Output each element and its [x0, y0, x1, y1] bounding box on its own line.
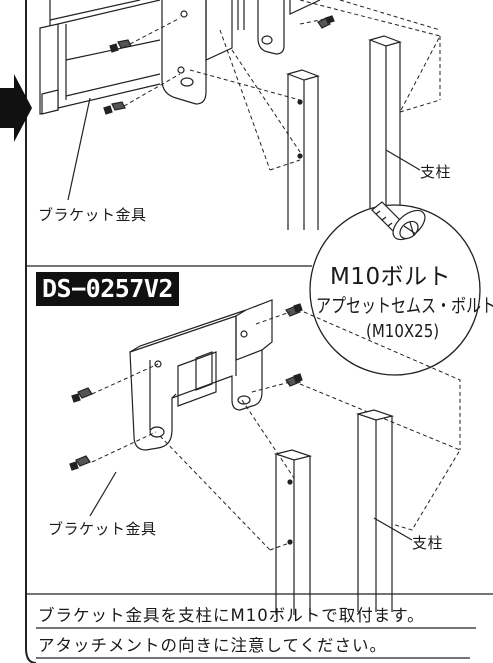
bolt-callout-circle — [309, 204, 481, 376]
bracket-top-plate — [161, 0, 321, 105]
model-number-label: DS−0257V2 — [36, 272, 179, 306]
bracket-label-bottom: ブラケット金具 — [48, 520, 157, 538]
frame-border — [25, 0, 37, 663]
pillar-bottom-left — [273, 449, 313, 615]
pillar-label-top: 支柱 — [420, 163, 452, 181]
upset-sems-bolt-icon — [371, 201, 426, 241]
bolt-top-2-icon — [103, 101, 126, 115]
bolt-top-1-icon — [109, 39, 132, 53]
bolt-bottom-3-icon — [285, 303, 303, 317]
bolt-bottom-2-icon — [69, 455, 91, 471]
pillar-top-right — [368, 35, 402, 228]
bolt-callout-name: アプセットセムス・ボルト — [316, 294, 493, 318]
attachment-frame — [39, 0, 161, 115]
instruction-line-2: アタッチメントの向きに注意してください。 — [38, 636, 388, 655]
bolt-callout-title: M10ボルト — [330, 264, 452, 290]
step-arrow-icon — [0, 74, 32, 142]
pillar-top-left — [286, 69, 320, 230]
pillar-label-bottom: 支柱 — [412, 534, 444, 552]
instruction-line-1: ブラケット金具を支柱にM10ボルトで取付ます。 — [38, 606, 425, 625]
bolt-callout-spec: (M10X25) — [366, 320, 440, 342]
bolt-top-3-icon — [317, 15, 335, 29]
bolt-bottom-4-icon — [285, 373, 303, 387]
pillar-bottom-right — [355, 409, 395, 612]
bracket-label-top: ブラケット金具 — [38, 206, 147, 224]
bolt-bottom-1-icon — [71, 387, 93, 403]
bracket-bottom — [129, 299, 273, 451]
